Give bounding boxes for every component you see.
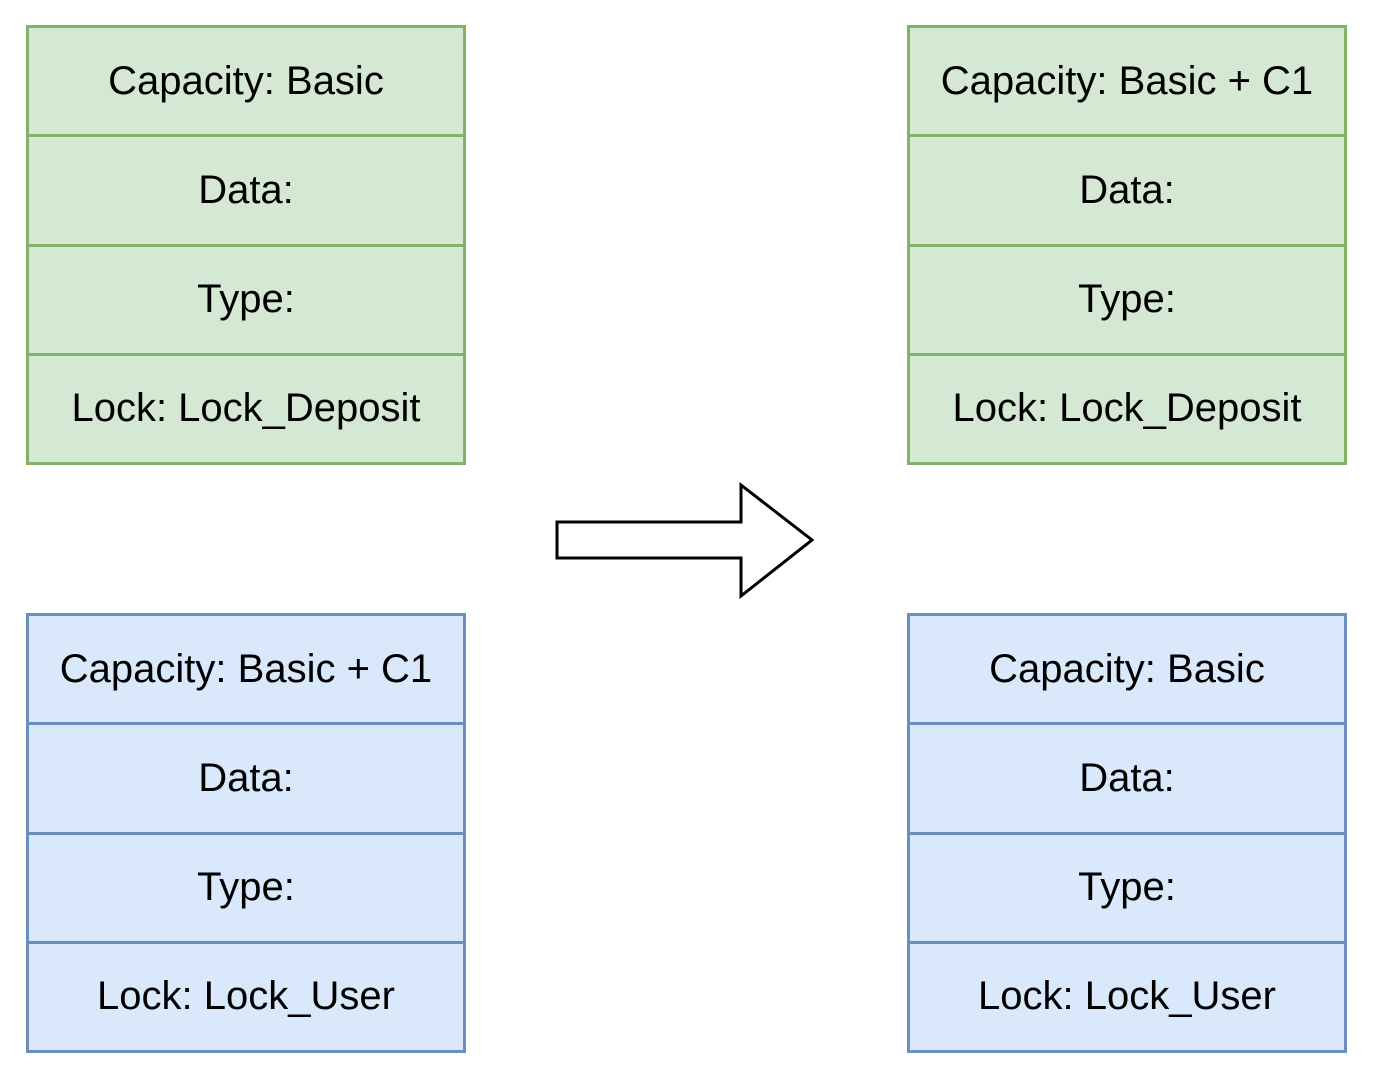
type-field: Type: — [29, 243, 463, 353]
before-user-cell: Capacity: Basic + C1 Data: Type: Lock: L… — [26, 613, 466, 1053]
capacity-field: Capacity: Basic + C1 — [940, 58, 1314, 103]
right-arrow-icon — [555, 481, 815, 600]
data-field: Data: — [910, 722, 1344, 831]
capacity-field: Capacity: Basic — [989, 646, 1265, 691]
capacity-field: Capacity: Basic + C1 — [59, 646, 433, 691]
after-user-cell: Capacity: Basic Data: Type: Lock: Lock_U… — [907, 613, 1347, 1053]
type-field: Type: — [29, 831, 463, 941]
type-field: Type: — [910, 831, 1344, 941]
type-field: Type: — [910, 243, 1344, 353]
lock-field: Lock: Lock_User — [910, 940, 1344, 1050]
data-field: Data: — [29, 134, 463, 243]
lock-field: Lock: Lock_Deposit — [29, 352, 463, 462]
after-deposit-cell: Capacity: Basic + C1 Data: Type: Lock: L… — [907, 25, 1347, 465]
lock-field: Lock: Lock_Deposit — [910, 352, 1344, 462]
capacity-field: Capacity: Basic — [108, 58, 384, 103]
data-field: Data: — [910, 134, 1344, 243]
before-deposit-cell: Capacity: Basic Data: Type: Lock: Lock_D… — [26, 25, 466, 465]
lock-field: Lock: Lock_User — [29, 940, 463, 1050]
data-field: Data: — [29, 722, 463, 831]
